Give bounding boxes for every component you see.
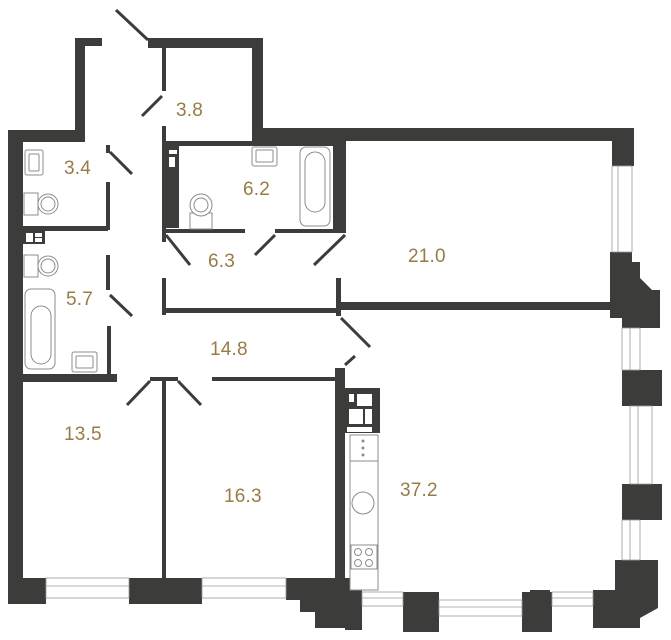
room-area-corridor: 6.3 — [208, 251, 236, 272]
windows — [45, 165, 653, 617]
room-area-bedroom-left: 13.5 — [64, 424, 102, 445]
room-area-bathroom-main: 6.2 — [243, 179, 271, 200]
room-area-kitchen-living: 37.2 — [400, 480, 438, 501]
room-area-hall: 14.8 — [210, 339, 248, 360]
room-area-bathroom-second: 5.7 — [66, 289, 94, 310]
room-area-wc: 3.4 — [64, 158, 92, 179]
walls — [8, 38, 662, 632]
doors — [108, 8, 372, 407]
room-area-bedroom-large: 21.0 — [408, 246, 446, 267]
room-area-bedroom-middle: 16.3 — [224, 486, 262, 507]
room-area-storage: 3.8 — [176, 100, 204, 121]
fixtures — [23, 146, 379, 591]
